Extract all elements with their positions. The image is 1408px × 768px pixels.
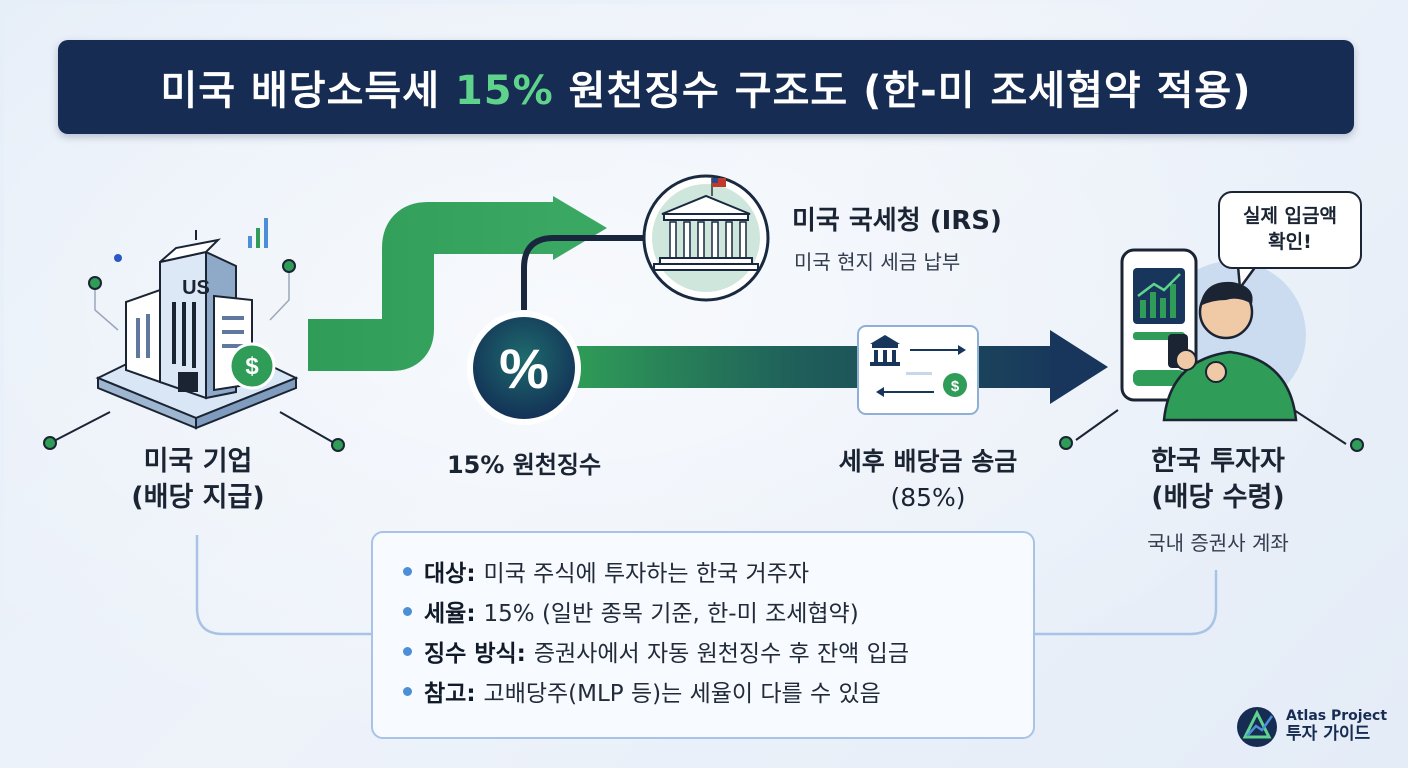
dollar-badge-icon: $ [951,378,960,395]
investor-sub: 국내 증권사 계좌 [1147,531,1289,555]
percent-symbol: % [499,337,549,400]
remit-label-line1: 세후 배당금 송금 [838,447,1018,476]
info-row: 세율: 15% (일반 종목 기준, 한-미 조세협약) [403,591,1033,631]
brand-tagline: 투자 가이드 [1286,724,1371,744]
info-value: 미국 주식에 투자하는 한국 거주자 [483,561,810,587]
info-value: 고배당주(MLP 등)는 세율이 다를 수 있음 [483,681,881,707]
info-key: 세율: [424,601,476,627]
irs-desc: 미국 현지 세금 납부 [794,250,961,274]
arrow-to-investor-head [1050,330,1108,404]
title-banner: 미국 배당소득세 15% 원천징수 구조도 (한-미 조세협약 적용) [58,40,1354,134]
irs-title: 미국 국세청 (IRS) [792,206,1002,236]
brand-logo: Atlas Project 투자 가이드 [1278,707,1387,743]
bullet-dot [403,646,412,656]
arrow-to-irs-head [553,196,607,260]
brand-text: Atlas Project 투자 가이드 [1286,707,1387,743]
bubble-line1: 실제 입금액 [1242,205,1337,227]
arrow-to-investor [575,346,1065,388]
withholding-label: 15% 원천징수 [446,451,602,479]
remit-label-line2: (85%) [890,483,966,512]
bubble-line2: 확인! [1268,231,1312,253]
company-label-line1: 미국 기업 [143,446,253,477]
brand-name: Atlas Project [1286,708,1388,724]
bullet-dot [403,606,412,616]
investor-illustration [1059,248,1364,452]
company-label-line2: (배당 지급) [131,482,265,513]
info-row: 징수 방식: 증권사에서 자동 원천징수 후 잔액 입금 [403,631,1033,671]
info-box: 대상: 미국 주식에 투자하는 한국 거주자 세율: 15% (일반 종목 기준, … [371,531,1035,739]
info-key: 징수 방식: [424,641,526,667]
title-highlight: 15% [454,68,554,114]
percent-circle [473,317,575,419]
info-key: 참고: [424,681,476,707]
investor-label-line1: 한국 투자자 [1151,446,1285,477]
investor-label-line2: (배당 수령) [1151,482,1285,513]
bullet-dot [403,566,412,576]
company-sign: US [182,277,210,299]
atlas-logo-icon [1237,707,1277,747]
info-key: 대상: [424,561,476,587]
info-value: 15% (일반 종목 기준, 한-미 조세협약) [483,601,859,627]
irs-building-icon [653,178,759,271]
speech-bubble: 실제 입금액 확인! [1218,191,1362,269]
arrow-to-irs [308,202,560,371]
network-decoration-left [43,218,345,452]
info-value: 증권사에서 자동 원천징수 후 잔액 입금 [533,641,909,667]
us-company-building-icon [95,230,299,430]
investor-label: 한국 투자자 (배당 수령) [1110,444,1326,516]
transfer-card-icon [857,325,979,415]
remit-label: 세후 배당금 송금 (85%) [818,444,1038,516]
bullet-dot [403,686,412,696]
irs-stem [521,235,650,310]
info-row: 참고: 고배당주(MLP 등)는 세율이 다를 수 있음 [403,671,1033,711]
page-title: 미국 배당소득세 15% 원천징수 구조도 (한-미 조세협약 적용) [160,68,1252,114]
info-row: 대상: 미국 주식에 투자하는 한국 거주자 [403,551,1033,591]
company-label: 미국 기업 (배당 지급) [96,444,300,516]
dollar-coin-icon: $ [245,353,259,380]
